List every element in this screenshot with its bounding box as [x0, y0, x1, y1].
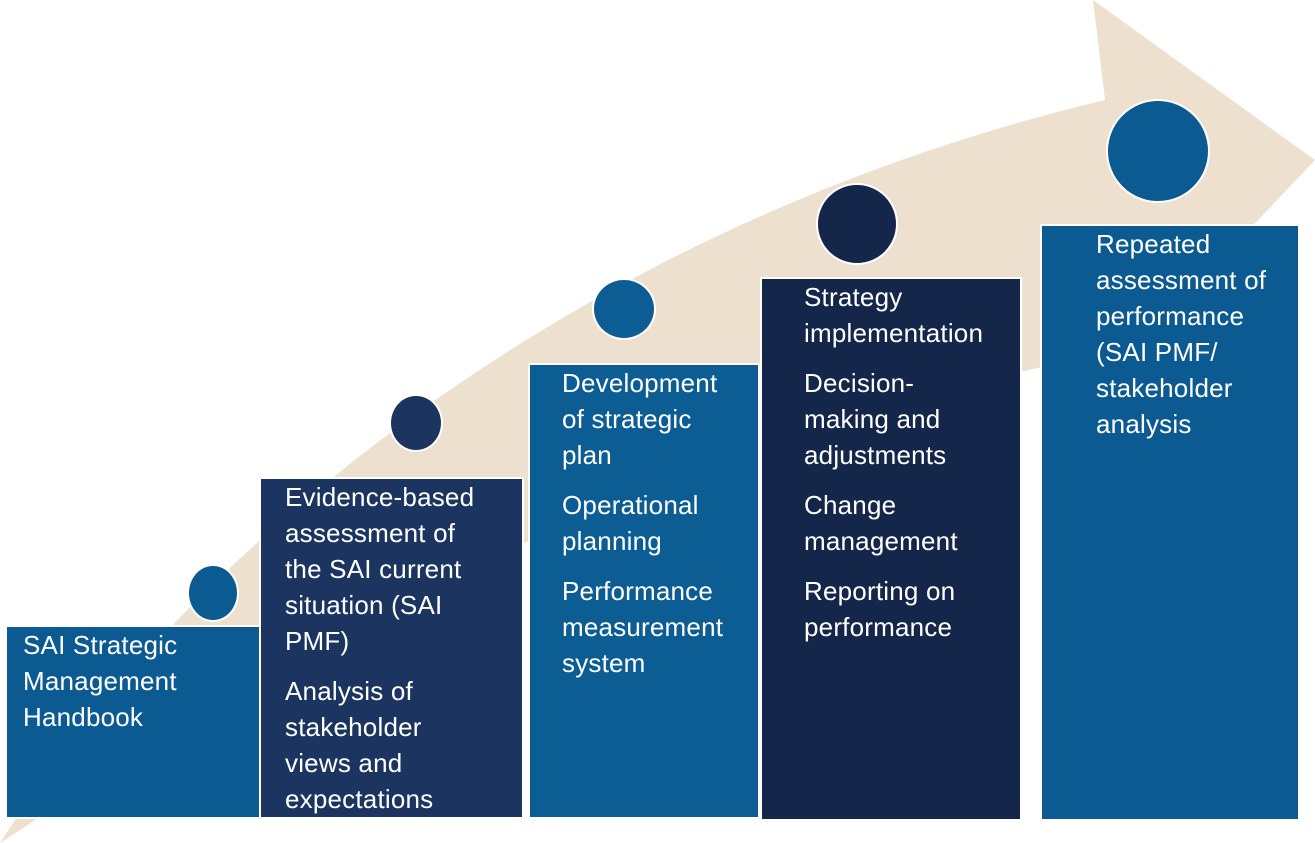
step-4-box: Strategy implementation Decision- making…: [760, 277, 1022, 821]
step-2-box: Evidence-based assessment of the SAI cur…: [259, 477, 524, 819]
step-5-item-1: Repeated assessment of performance (SAI …: [1096, 229, 1267, 439]
step-4-item-2: Decision- making and adjustments: [804, 368, 947, 470]
step-2-marker: [389, 394, 443, 452]
step-1-item-1: SAI Strategic Management Handbook: [23, 630, 178, 732]
step-5-box: Repeated assessment of performance (SAI …: [1040, 224, 1300, 821]
step-3-item-1: Development of strategic plan: [562, 368, 718, 470]
step-1-marker: [187, 564, 239, 622]
step-4-marker: [816, 183, 898, 265]
step-2-item-2: Analysis of stakeholder views and expect…: [285, 676, 434, 814]
step-4-item-3: Change management: [804, 490, 958, 556]
step-4-item-1: Strategy implementation: [804, 282, 984, 348]
step-3-item-2: Operational planning: [562, 490, 699, 556]
step-5-marker: [1106, 99, 1210, 203]
step-4-item-4: Reporting on performance: [804, 576, 956, 642]
step-1-box: SAI Strategic Management Handbook: [5, 625, 261, 819]
step-2-item-1: Evidence-based assessment of the SAI cur…: [285, 482, 475, 656]
step-3-box: Development of strategic plan Operationa…: [528, 363, 760, 819]
step-3-marker: [592, 278, 656, 340]
step-3-item-3: Performance measurement system: [562, 576, 724, 678]
